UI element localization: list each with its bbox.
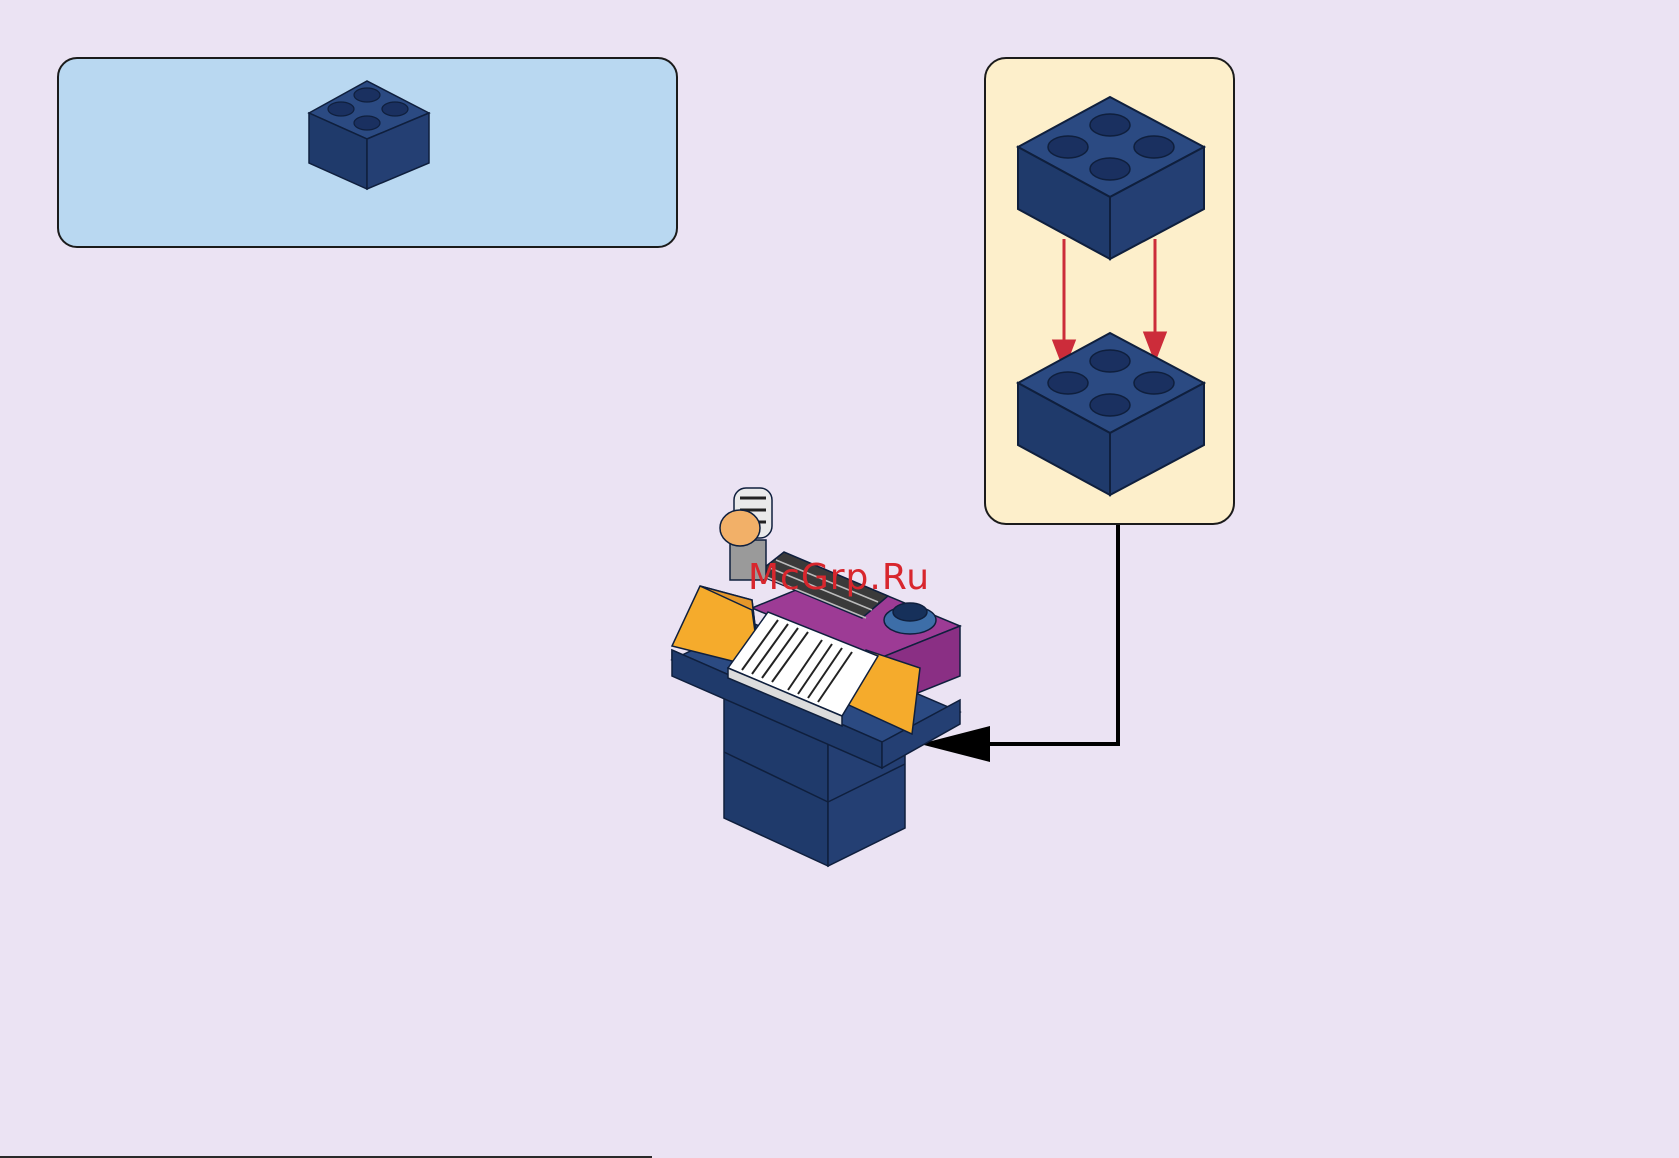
watermark-text: McGrp.Ru — [748, 557, 930, 598]
keyboard-stand-model — [672, 488, 960, 866]
